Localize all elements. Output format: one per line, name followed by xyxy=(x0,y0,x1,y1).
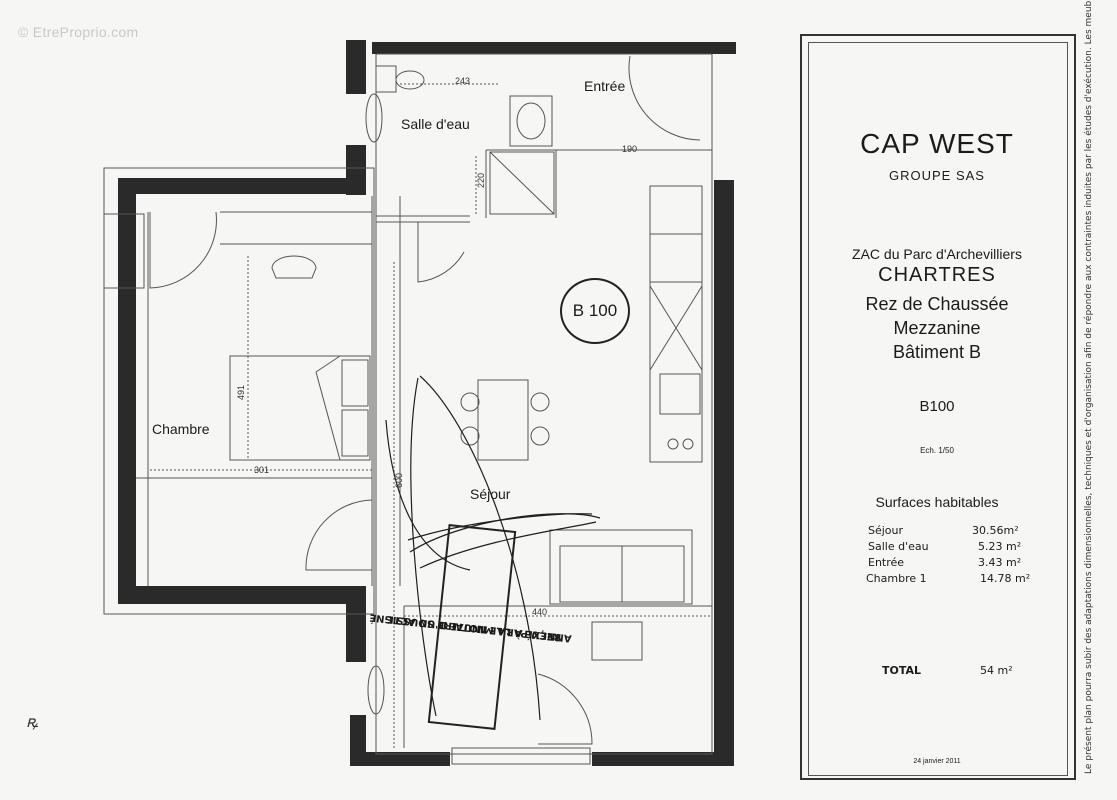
unit-badge: B 100 xyxy=(560,278,630,344)
scale: Ech. 1/50 xyxy=(920,446,954,455)
lot-number: B100 xyxy=(919,398,955,415)
surface-area-0: 30.56m² xyxy=(972,524,1019,537)
disclaimer-text: Le présent plan pourra subir des adaptat… xyxy=(1084,0,1094,774)
dimension-243: 243 xyxy=(455,76,471,86)
wall-top xyxy=(372,42,736,54)
level-1: Rez de Chaussée xyxy=(865,294,1009,314)
watermark: © EtreProprio.com xyxy=(18,24,139,40)
surface-room-1: Salle d'eau xyxy=(868,540,929,553)
wall-bottom-b xyxy=(592,752,734,766)
dimension-301: 301 xyxy=(254,465,270,475)
wall-left xyxy=(118,178,136,604)
level-2: Mezzanine xyxy=(893,318,981,338)
wall-left-lower xyxy=(346,586,366,662)
surfaces-title: Surfaces habitables xyxy=(875,494,999,510)
wall-bottom-left xyxy=(118,586,366,604)
zac-name: ZAC du Parc d'Archevilliers xyxy=(852,246,1022,262)
wall-chambre-top xyxy=(118,178,366,194)
surface-room-2: Entrée xyxy=(868,556,905,569)
dimension-600: 600 xyxy=(394,472,404,488)
wall-lower-left-post xyxy=(350,715,366,765)
surface-room-3: Chambre 1 xyxy=(866,572,927,585)
plan-date: 24 janvier 2011 xyxy=(913,758,961,765)
total-value: 54 m² xyxy=(980,664,1013,677)
room-label-chambre: Chambre xyxy=(152,421,210,437)
total-label: TOTAL xyxy=(882,664,922,677)
surface-area-1: 5.23 m² xyxy=(978,540,1022,553)
surface-area-3: 14.78 m² xyxy=(980,572,1031,585)
dimension-440: 440 xyxy=(532,607,548,617)
dimension-220: 220 xyxy=(476,172,486,188)
room-label-sejour: Séjour xyxy=(470,486,511,502)
title-block-inner xyxy=(808,42,1068,776)
surface-room-0: Séjour xyxy=(868,524,904,537)
city-name: CHARTRES xyxy=(878,264,996,286)
room-label-entree: Entrée xyxy=(584,78,626,94)
wall-left-upper xyxy=(346,40,366,94)
initials-signature: ꝶ xyxy=(26,712,39,731)
dimension-190: 190 xyxy=(622,144,638,154)
company-subtitle: GROUPE SAS xyxy=(889,168,985,183)
company-name: CAP WEST xyxy=(860,128,1014,159)
surface-area-2: 3.43 m² xyxy=(978,556,1022,569)
title-block xyxy=(800,34,1076,780)
room-label-salle-deau: Salle d'eau xyxy=(401,116,470,132)
building-name: Bâtiment B xyxy=(892,342,982,362)
dimension-491: 491 xyxy=(236,384,246,400)
wall-right xyxy=(714,180,734,762)
wall-bottom-a xyxy=(350,752,450,766)
floor-plan-drawing xyxy=(103,40,736,766)
